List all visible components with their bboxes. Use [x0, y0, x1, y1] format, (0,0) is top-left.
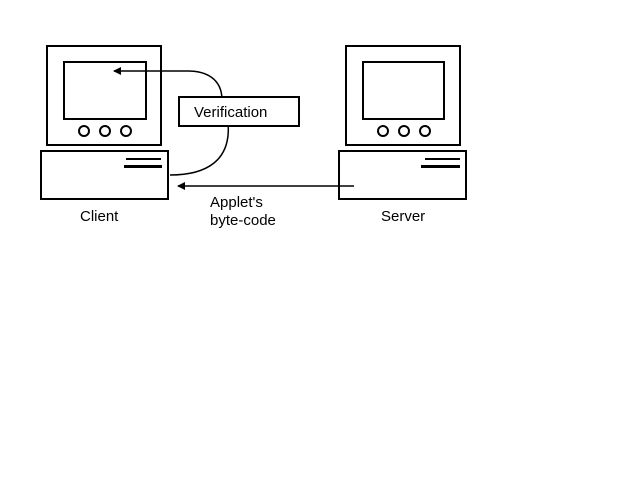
client-monitor-button	[78, 125, 90, 137]
server-drive-slot	[425, 158, 460, 160]
client-drive-slot	[124, 165, 162, 168]
server-label: Server	[381, 208, 425, 225]
server-monitor-button	[419, 125, 431, 137]
server-monitor-button	[398, 125, 410, 137]
verification-label: Verification	[194, 104, 267, 121]
bytecode-label-line2: byte-code	[210, 212, 276, 229]
bytecode-label-line1: Applet's	[210, 194, 263, 211]
server-computer	[338, 45, 467, 200]
client-monitor-button	[99, 125, 111, 137]
server-drive-slot	[421, 165, 460, 168]
verification-box	[178, 96, 300, 127]
client-computer	[40, 45, 169, 200]
client-label: Client	[80, 208, 119, 225]
server-monitor-button	[377, 125, 389, 137]
server-screen	[362, 61, 445, 120]
client-monitor-button	[120, 125, 132, 137]
client-drive-slot	[126, 158, 161, 160]
